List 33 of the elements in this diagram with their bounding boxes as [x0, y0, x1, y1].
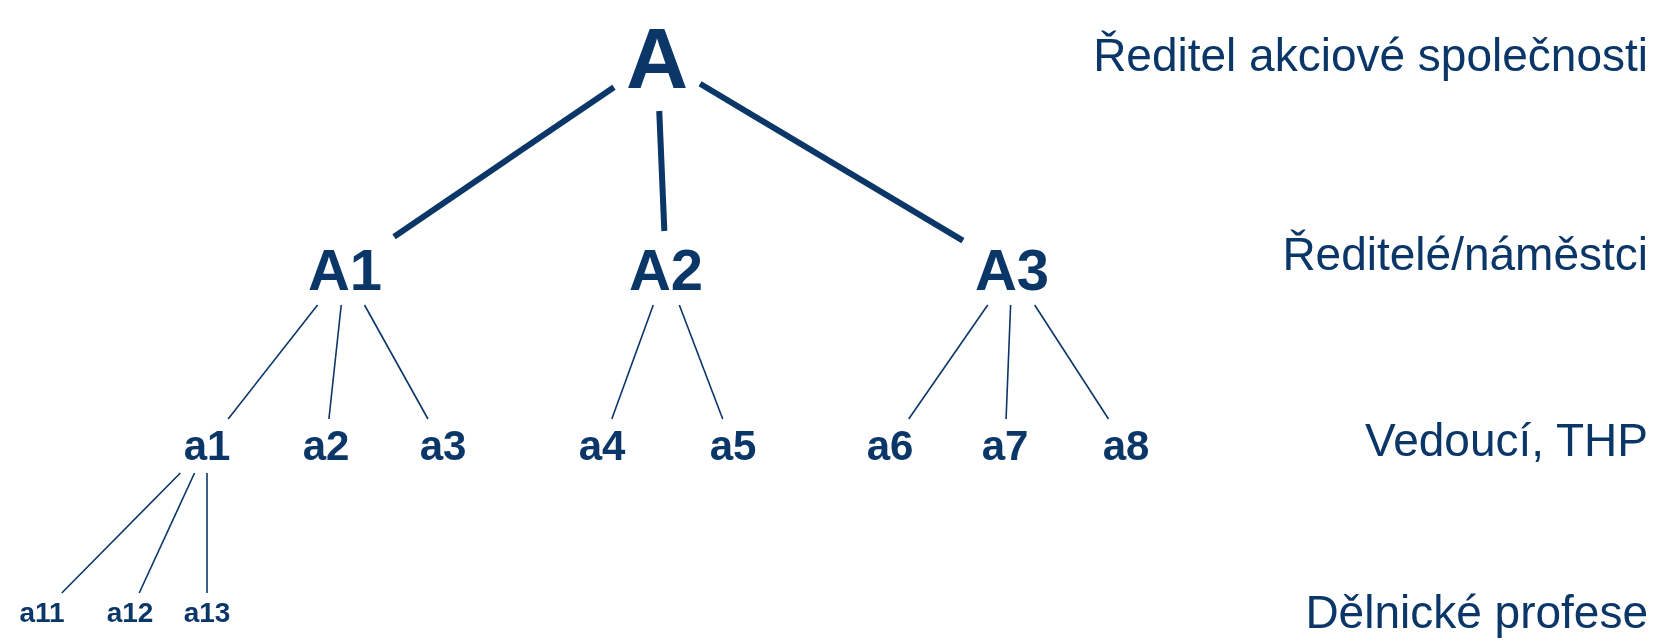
- connector-line: [1033, 304, 1110, 420]
- level-label: Dělnické profese: [1305, 586, 1648, 638]
- node-label: a1: [181, 425, 233, 467]
- connector-line: [328, 304, 343, 420]
- node-label: A3: [972, 241, 1052, 299]
- connector-line: [698, 81, 965, 244]
- node-label: a3: [417, 425, 469, 467]
- connector-line: [138, 472, 196, 594]
- connector-line: [392, 84, 616, 240]
- connector-line: [1005, 304, 1012, 420]
- level-label: Ředitel akciové společnosti: [1093, 29, 1648, 81]
- connector-line: [227, 304, 319, 420]
- node-label: a5: [707, 425, 759, 467]
- node-label: a12: [104, 599, 156, 627]
- connector-line: [656, 110, 668, 232]
- node-label: A: [623, 15, 691, 101]
- node-label: a2: [300, 425, 352, 467]
- connector-line: [363, 304, 429, 420]
- connector-line: [907, 304, 989, 420]
- node-label: A1: [305, 241, 385, 299]
- connector-line: [60, 472, 182, 594]
- connector-line: [678, 304, 724, 420]
- connector-line: [206, 472, 208, 594]
- node-label: A2: [626, 241, 706, 299]
- node-label: a8: [1100, 425, 1152, 467]
- level-label: Ředitelé/náměstci: [1282, 228, 1648, 280]
- node-label: a4: [576, 425, 628, 467]
- node-label: a7: [979, 425, 1031, 467]
- node-label: a13: [181, 599, 233, 627]
- node-label: a11: [17, 599, 67, 627]
- connector-line: [611, 304, 655, 420]
- level-label: Vedoucí, THP: [1365, 414, 1648, 466]
- node-label: a6: [864, 425, 916, 467]
